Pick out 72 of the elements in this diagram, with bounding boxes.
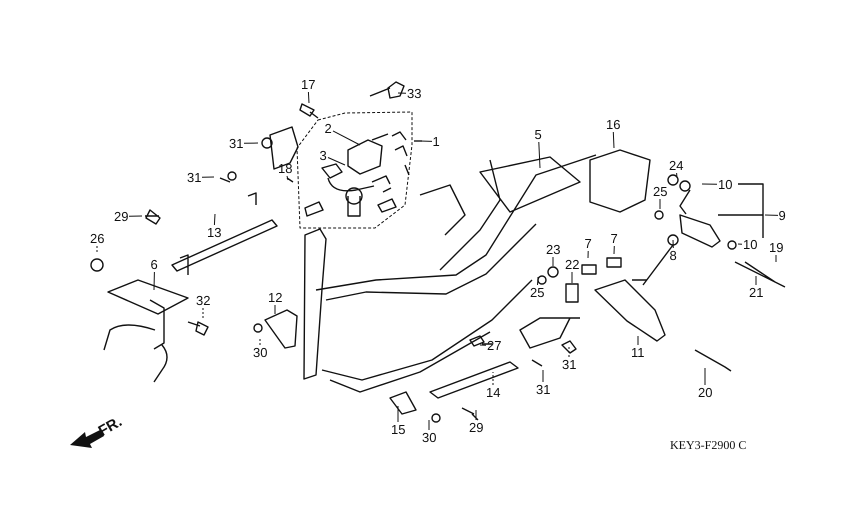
- diagram-code: KEY3-F2900 C: [670, 438, 746, 453]
- callout-number: 31: [561, 356, 578, 372]
- leader-line: [672, 240, 674, 248]
- callout-number: 24: [668, 158, 684, 172]
- leader-line: [552, 256, 554, 266]
- leader-line: [96, 246, 98, 254]
- leader-line: [244, 142, 258, 144]
- callout-number: 20: [697, 384, 714, 400]
- callout-number: 11: [630, 344, 646, 360]
- leader-line: [202, 308, 204, 320]
- callout-number: 12: [267, 290, 284, 304]
- callout-number: 13: [206, 224, 222, 240]
- leader-line: [492, 372, 494, 386]
- leader-line: [614, 246, 615, 254]
- leader-line: [702, 184, 718, 185]
- callout-number: 8: [668, 248, 678, 262]
- leader-line: [480, 344, 486, 346]
- callout-number: 10: [717, 176, 734, 192]
- leader-line: [612, 132, 614, 148]
- callout-number: 2: [324, 120, 333, 136]
- leader-line: [274, 304, 276, 314]
- callout-number: 29: [113, 208, 130, 224]
- callout-number: 5: [534, 126, 543, 142]
- callout-number: 18: [277, 160, 294, 176]
- leader-line: [704, 368, 706, 386]
- leader-line: [420, 140, 432, 142]
- callout-number: 30: [421, 430, 438, 444]
- callout-number: 27: [486, 338, 502, 352]
- callout-number: 32: [195, 292, 212, 308]
- callout-number: 7: [610, 230, 619, 246]
- leader-line: [332, 130, 360, 146]
- callout-number: 30: [252, 344, 268, 360]
- callout-number: 14: [485, 384, 502, 400]
- leader-line: [202, 176, 214, 178]
- leader-line: [538, 142, 540, 168]
- leader-line: [128, 216, 142, 217]
- callout-number: 29: [468, 420, 484, 434]
- callout-number: 17: [300, 76, 316, 92]
- callout-number: 21: [748, 284, 764, 300]
- leader-line: [676, 172, 678, 178]
- leader-line: [764, 214, 778, 216]
- callout-number: 31: [186, 170, 202, 184]
- callout-number: 16: [605, 116, 622, 132]
- leader-line: [568, 346, 570, 358]
- callout-number: 22: [564, 256, 580, 272]
- leader-line: [308, 92, 310, 104]
- callout-number: 15: [390, 422, 406, 436]
- direction-label: FR.: [96, 413, 125, 440]
- leader-line: [537, 276, 538, 286]
- leader-line: [398, 92, 406, 94]
- leader-line: [154, 272, 155, 290]
- callout-number: 31: [535, 382, 552, 396]
- leader-line: [588, 250, 589, 258]
- leader-line: [286, 176, 288, 180]
- leader-line: [738, 244, 742, 245]
- leader-line: [214, 214, 216, 226]
- leader-line: [328, 157, 346, 166]
- callout-number: 25: [529, 284, 546, 300]
- callout-number: 23: [545, 242, 562, 256]
- leader-line: [428, 420, 430, 430]
- callout-number: 19: [768, 240, 784, 254]
- callout-number: 1: [432, 134, 441, 148]
- callout-number: 3: [318, 148, 328, 162]
- callout-number: 9: [778, 208, 787, 222]
- callout-number: 31: [228, 136, 244, 150]
- callout-number: 7: [584, 236, 593, 250]
- callout-number: 33: [406, 86, 422, 100]
- callout-number: 26: [89, 230, 106, 246]
- callout-number: 6: [150, 256, 159, 272]
- callout-number: 10: [742, 236, 758, 252]
- leader-line: [542, 370, 544, 382]
- callout-number: 25: [652, 184, 668, 198]
